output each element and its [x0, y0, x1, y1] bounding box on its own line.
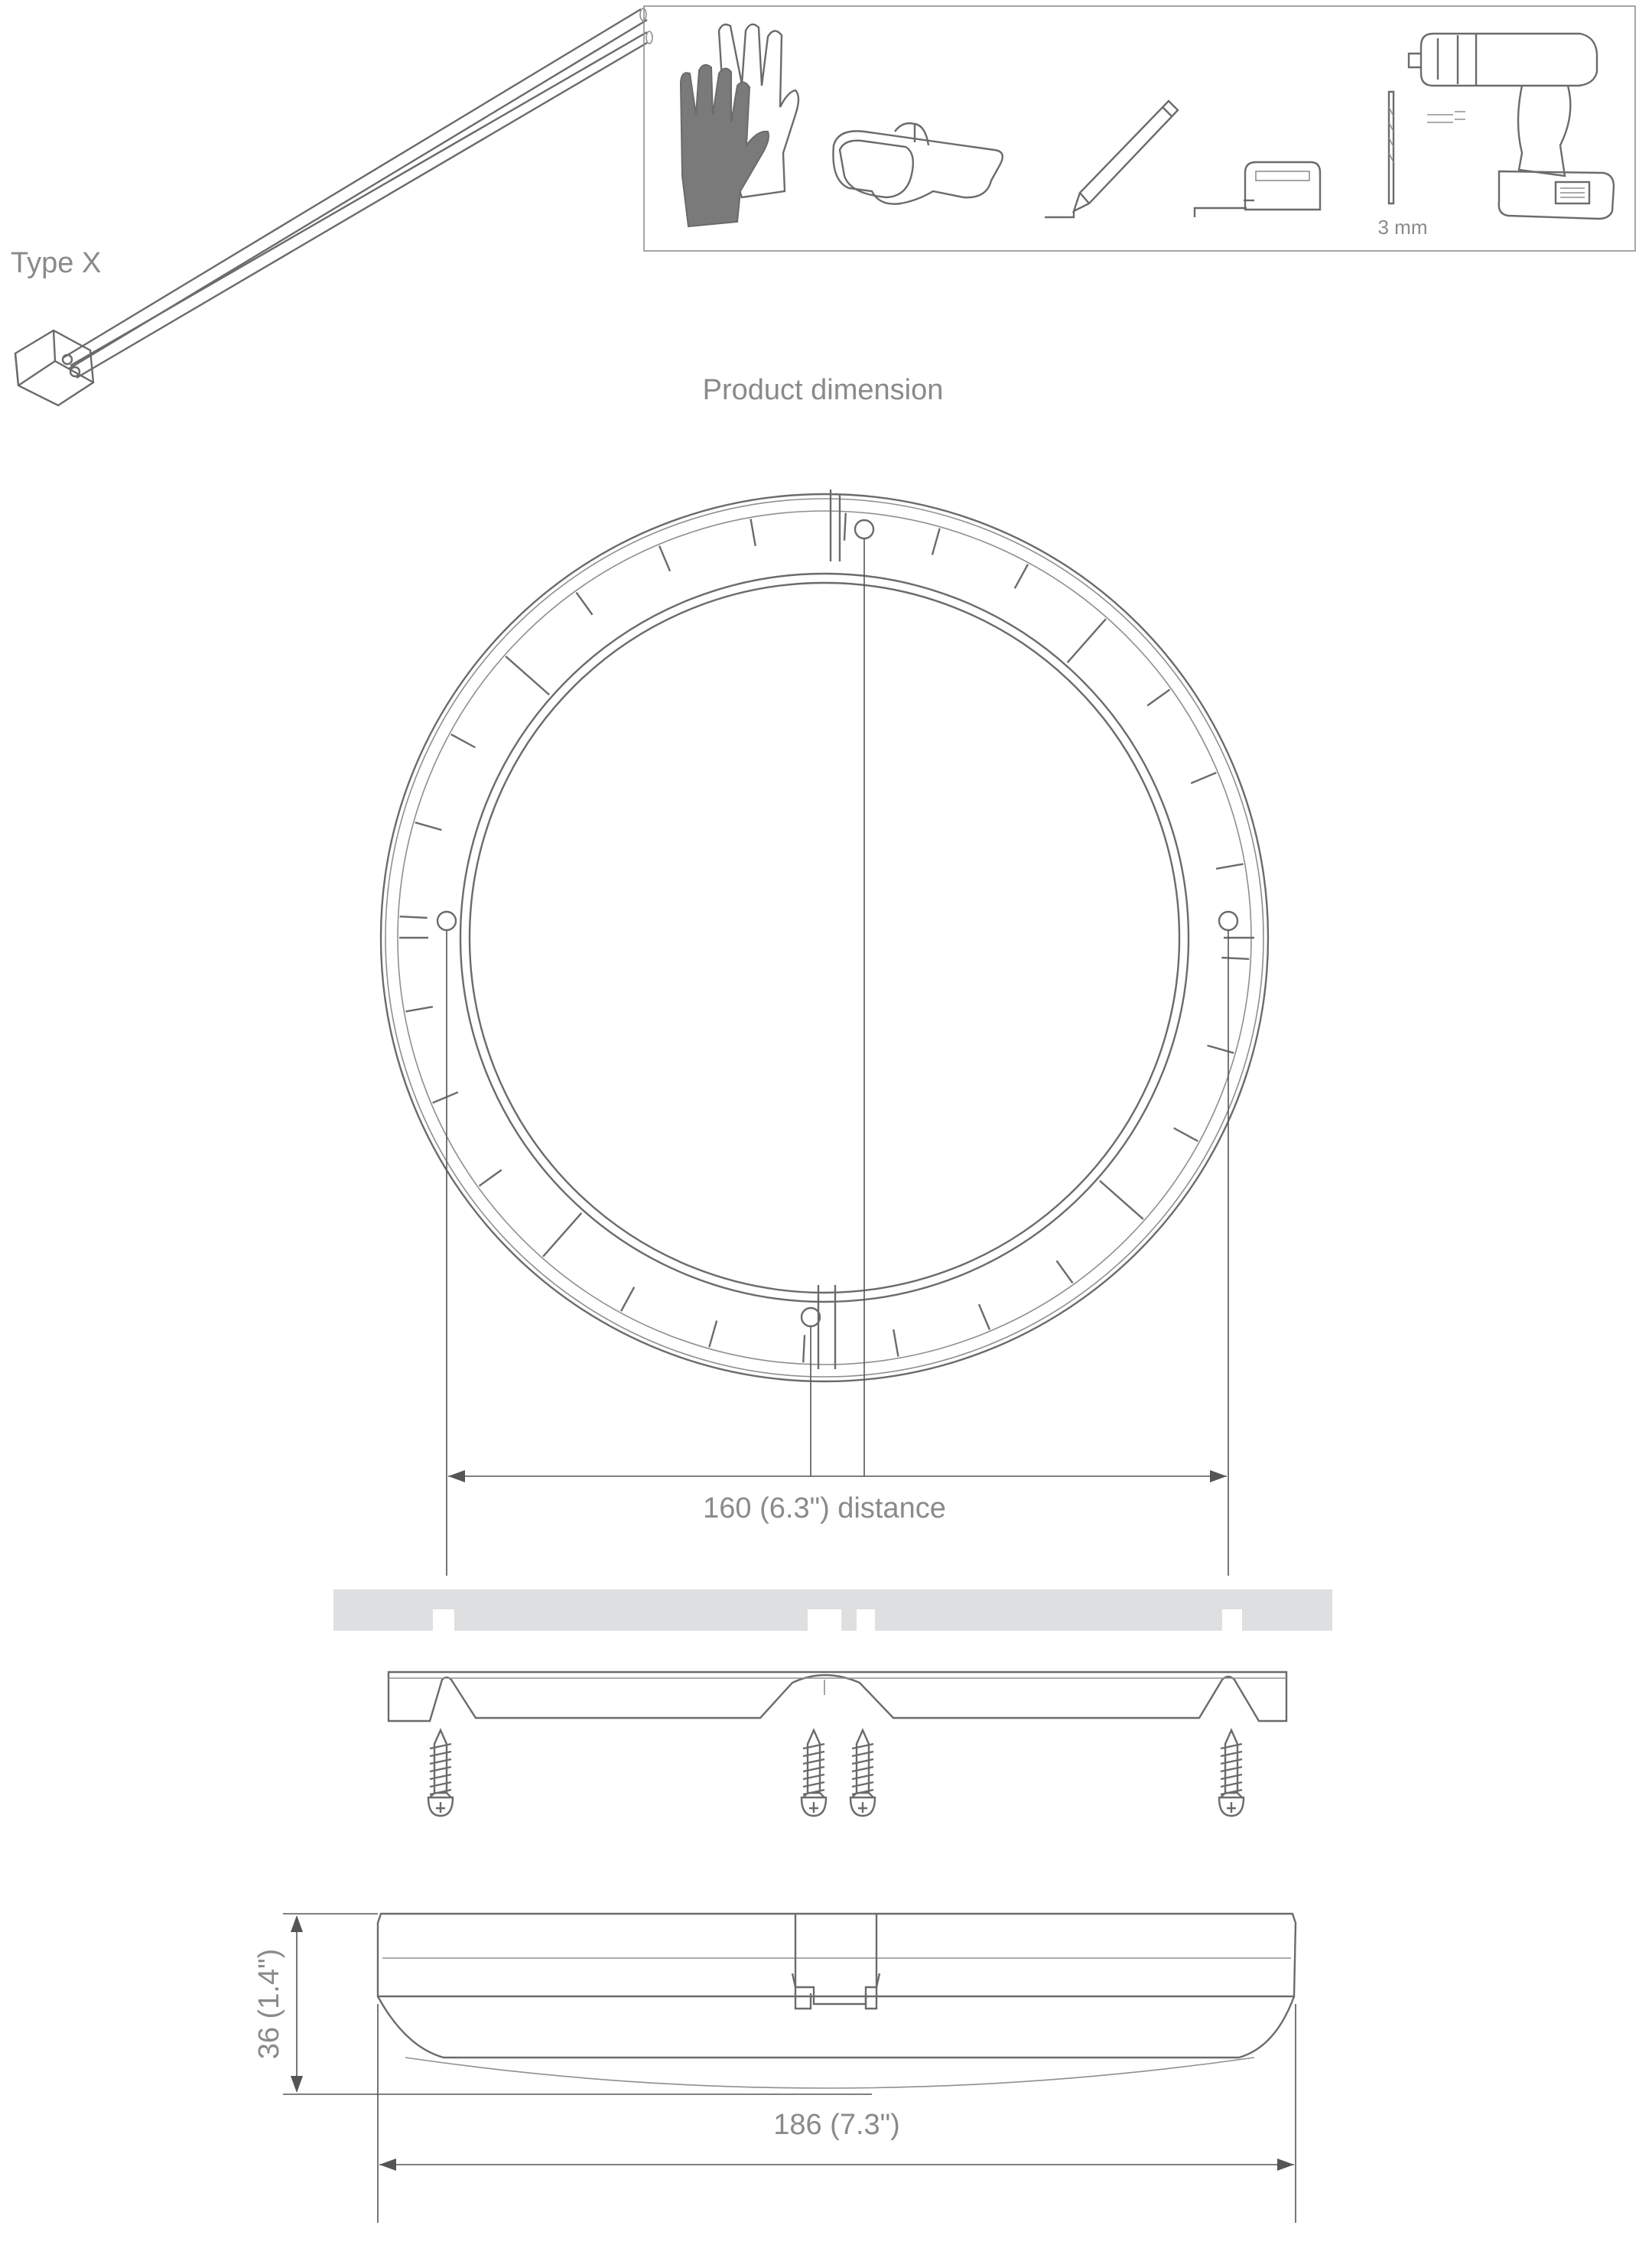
fixture-side-view [376, 1912, 1297, 2089]
rib-mark [843, 512, 847, 541]
outer-rim [379, 493, 1270, 1383]
height-label: 36 (1.4") [253, 1949, 285, 2059]
rib-mark [931, 528, 941, 555]
screw-icon [800, 1728, 828, 1817]
screws [427, 1728, 1245, 1817]
rib-mark [750, 519, 756, 547]
tape-measure-icon [1193, 161, 1322, 217]
rib-marks [399, 512, 1250, 1363]
rib-mark [1013, 564, 1029, 589]
rib-mark [505, 656, 550, 696]
rib-mark [1066, 618, 1107, 663]
rib-mark [1055, 1260, 1074, 1284]
rib-mark [1099, 1179, 1144, 1220]
screw-icon [849, 1728, 876, 1817]
rib-mark [802, 1335, 806, 1363]
rib-mark [977, 1303, 991, 1330]
rib-mark [542, 1212, 583, 1257]
rib-mark [405, 1006, 434, 1013]
rib-mark [708, 1320, 718, 1348]
width-dimension [377, 2004, 1296, 2223]
rib-mark [1173, 1127, 1198, 1143]
rib-mark [658, 545, 672, 572]
tools-box [643, 5, 1636, 252]
screwdriver-bits-icon [1427, 111, 1465, 123]
drill-size-label: 3 mm [1378, 216, 1428, 239]
rib-mark [1215, 863, 1244, 870]
rib-mark [620, 1287, 636, 1312]
gloves-icon [679, 23, 800, 228]
wall-section [333, 1589, 1332, 1631]
cable-connector-icon [14, 8, 653, 407]
rib-mark [432, 1091, 459, 1104]
base-side-profile [387, 1671, 1288, 1723]
rib-mark [478, 1169, 502, 1187]
pencil-icon [1045, 99, 1179, 219]
rib-mark [575, 591, 593, 616]
inner-rim [459, 572, 1190, 1303]
cordless-drill-icon [1407, 32, 1615, 220]
rib-mark [1146, 688, 1171, 707]
mounting-hole-right [1218, 910, 1239, 932]
rib-mark [1207, 1044, 1234, 1054]
rib-mark [399, 916, 428, 919]
screw-icon [427, 1728, 454, 1817]
rib-mark [450, 733, 476, 749]
height-dimension [283, 1913, 872, 2095]
hole-distance-label: 160 (6.3") distance [703, 1492, 946, 1524]
cable-type-label: Type X [11, 247, 101, 279]
safety-goggles-icon [832, 122, 1003, 205]
mounting-hole-bottom [800, 1306, 821, 1328]
rib-mark [893, 1329, 899, 1357]
mounting-hole-left [436, 910, 457, 932]
screw-icon [1218, 1728, 1245, 1817]
drill-bit-icon [1387, 90, 1395, 205]
rib-mark [1221, 956, 1250, 960]
hole-distance-dimension [446, 538, 1229, 1576]
base-ring-top-view [379, 490, 1270, 1383]
width-label: 186 (7.3") [773, 2109, 900, 2141]
rib-mark [415, 821, 442, 831]
mounting-hole-top [854, 519, 875, 540]
rib-mark [1190, 771, 1217, 785]
section-title: Product dimension [703, 374, 944, 406]
